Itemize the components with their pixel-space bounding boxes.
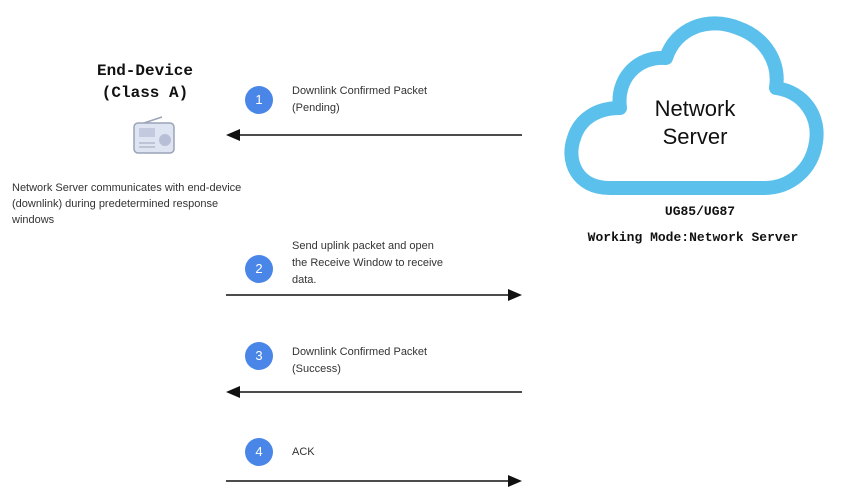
gateway-model: UG85/UG87: [664, 204, 736, 219]
step-3-text: Downlink Confirmed Packet (Success): [292, 344, 427, 378]
device-note-line: Network Server communicates with end-dev…: [12, 182, 242, 194]
step-4-text: ACK: [292, 444, 315, 461]
step-1-line: Downlink Confirmed Packet: [292, 85, 428, 97]
step-4-badge: 4: [245, 438, 273, 466]
step-1-text: Downlink Confirmed Packet (Pending): [292, 83, 427, 117]
end-device-class: (Class A): [101, 84, 189, 102]
network-server-line: Network: [654, 96, 736, 121]
step-1-line: (Pending): [292, 102, 340, 114]
device-note-line: (downlink) during predetermined response: [12, 198, 219, 210]
device-note-line: windows: [12, 214, 55, 226]
cloud-icon: [564, 16, 824, 195]
step-2-arrowhead: [508, 289, 522, 301]
end-device-title: End-Device (Class A): [60, 60, 230, 104]
step-2-line: Send uplink packet and open: [292, 240, 434, 252]
step-2-line: data.: [292, 274, 317, 286]
step-2-line: the Receive Window to receive: [292, 257, 444, 269]
step-1-badge: 1: [245, 86, 273, 114]
step-3-line: (Success): [292, 363, 341, 375]
device-note: Network Server communicates with end-dev…: [12, 180, 352, 228]
step-2-text: Send uplink packet and open the Receive …: [292, 238, 443, 289]
end-device-name: End-Device: [96, 62, 193, 80]
step-3-badge: 3: [245, 342, 273, 370]
step-3-line: Downlink Confirmed Packet: [292, 346, 428, 358]
step-3-arrowhead: [226, 386, 240, 398]
network-server-line: Server: [662, 124, 728, 149]
step-2-badge: 2: [245, 255, 273, 283]
step-4-arrowhead: [508, 475, 522, 487]
step-1-arrowhead: [226, 129, 240, 141]
step-4-line: ACK: [292, 446, 315, 458]
radio-device-icon: [133, 116, 175, 154]
network-server-label: Network Server: [600, 95, 790, 151]
working-mode: Working Mode:Network Server: [587, 230, 799, 245]
